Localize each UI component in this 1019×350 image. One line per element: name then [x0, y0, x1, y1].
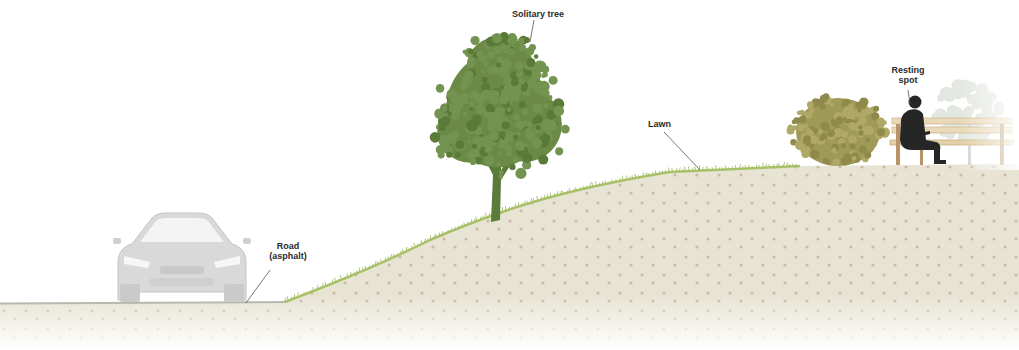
road-surface [0, 302, 285, 304]
grass-tufts [285, 162, 797, 302]
road-label: Road (asphalt) [266, 241, 310, 262]
edge-fade [960, 80, 1019, 170]
leader-line [246, 270, 270, 303]
seated-person [900, 96, 946, 165]
leader-line [664, 132, 700, 170]
leader-line [530, 20, 534, 42]
tree-label: Solitary tree [512, 9, 564, 19]
ground-texture [0, 164, 1019, 350]
lawn-line [285, 166, 800, 302]
ground-fade [0, 295, 1019, 350]
solitary-tree [430, 32, 570, 222]
car [113, 213, 251, 302]
ground-section [0, 164, 1019, 350]
resting-spot-label: Resting spot [889, 65, 927, 86]
lawn-label: Lawn [648, 119, 671, 129]
leader-line [908, 90, 910, 104]
bush [787, 93, 890, 166]
